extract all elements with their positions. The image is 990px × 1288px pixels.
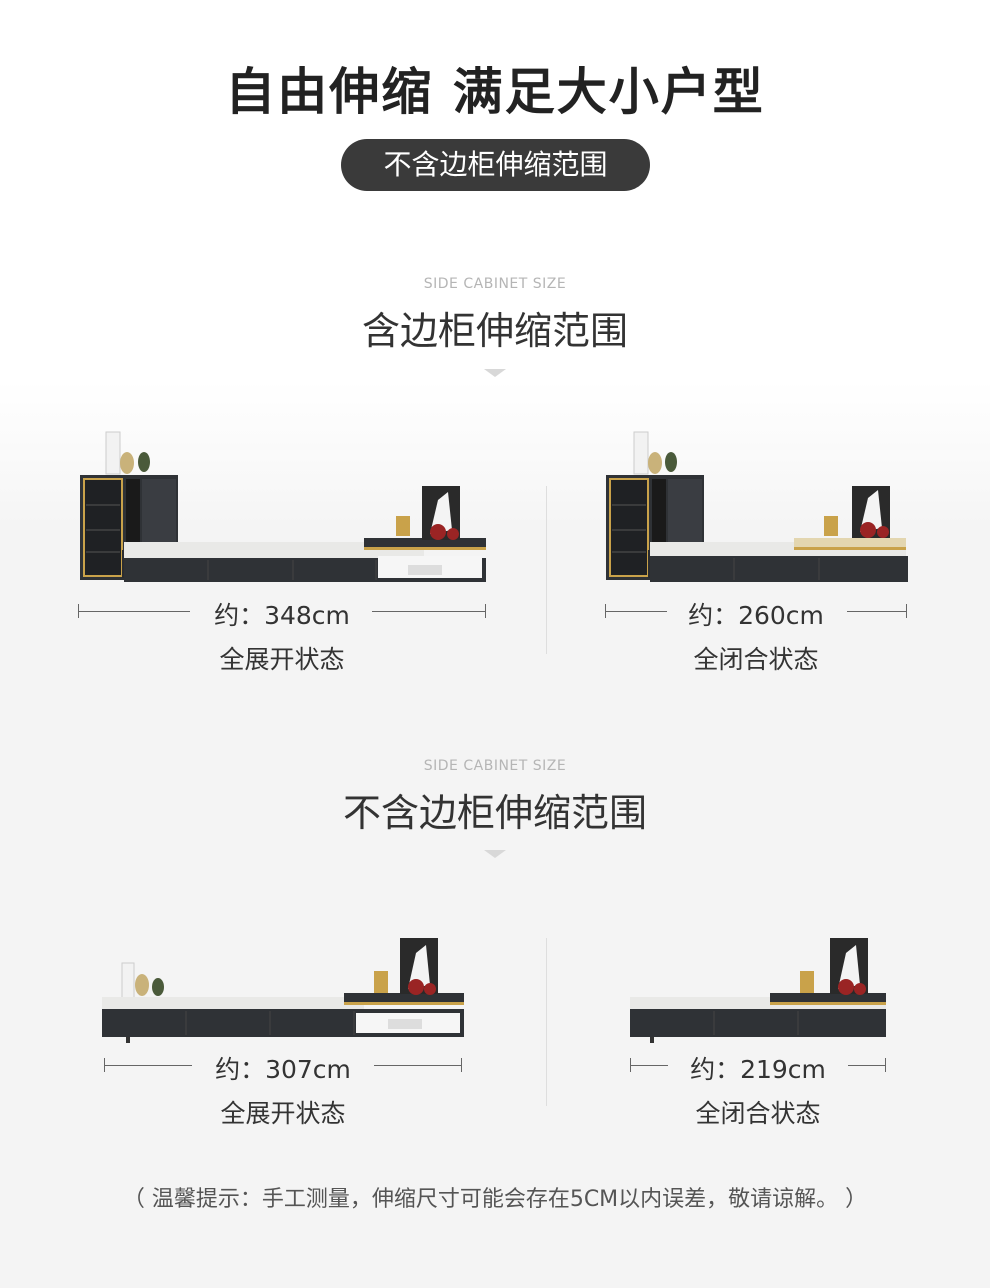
tv-cabinet-with-side-expanded-image (80, 431, 486, 582)
tv-cabinet-with-side-closed-image (606, 431, 908, 582)
state-label: 全展开状态 (219, 645, 345, 674)
size-label: 约：348cm (214, 601, 350, 630)
state-label: 全闭合状态 (695, 1099, 821, 1128)
state-label: 全闭合状态 (693, 645, 819, 674)
section-subtitle: SIDE CABINET SIZE (423, 758, 567, 774)
measurement-note: （ 温馨提示：手工测量，伸缩尺寸可能会存在5CM以内误差，敬请谅解。 ） (122, 1187, 868, 1212)
tv-cabinet-expanded-image (102, 938, 464, 1043)
down-arrow-icon (484, 850, 506, 858)
size-label: 约：260cm (688, 601, 824, 630)
size-label: 约：307cm (215, 1055, 351, 1084)
range-badge: 不含边柜伸缩范围 (341, 139, 650, 191)
state-label: 全展开状态 (220, 1099, 346, 1128)
column-divider (546, 486, 547, 654)
down-arrow-icon (484, 369, 506, 377)
tv-cabinet-closed-image (630, 938, 886, 1043)
page-title: 自由伸缩 满足大小户型 (225, 63, 765, 121)
dimension-line: 约：260cm (605, 598, 907, 630)
section-title: 不含边柜伸缩范围 (342, 791, 647, 835)
dimension-line: 约：348cm (78, 598, 486, 630)
background-panel (0, 520, 990, 1288)
section-subtitle: SIDE CABINET SIZE (423, 276, 567, 292)
section-title: 含边柜伸缩范围 (361, 309, 628, 353)
column-divider (546, 938, 547, 1106)
dimension-line: 约：307cm (104, 1052, 462, 1084)
dimension-line: 约：219cm (630, 1052, 886, 1084)
size-label: 约：219cm (690, 1055, 826, 1084)
